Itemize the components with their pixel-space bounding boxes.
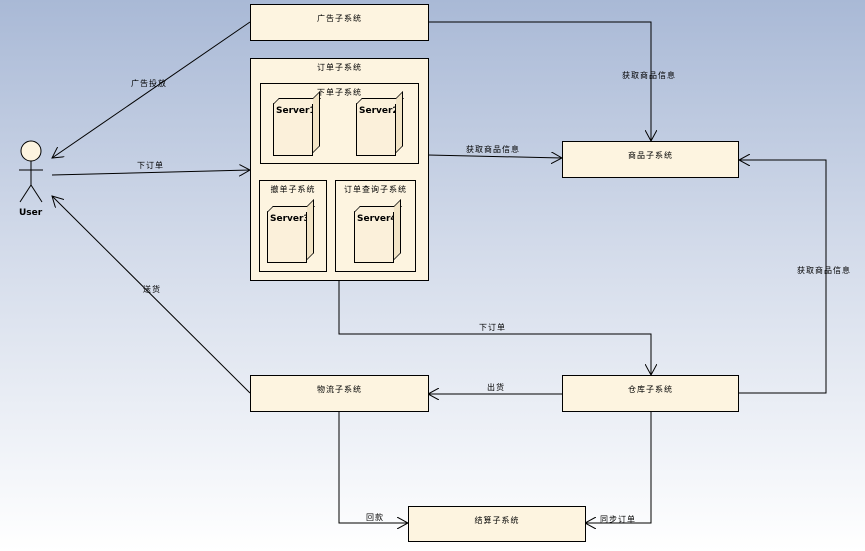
ad-subsystem-title: 广告子系统 [317,14,362,23]
edge-label-ad-to-user: 广告投放 [131,79,167,88]
edge-ad-to-product [428,21,651,141]
warehouse-subsystem[interactable]: 仓库子系统 [562,375,739,412]
server2-node[interactable]: Server2 [356,91,404,156]
logistics-subsystem-title: 物流子系统 [317,385,362,394]
edge-label-logistics-to-user: 送货 [143,285,161,294]
server1-node[interactable]: Server1 [273,91,321,156]
edge-label-user-to-order: 下订单 [137,161,164,170]
edge-warehouse-to-product [739,160,827,394]
user-actor-figure [19,140,43,203]
edge-logistics-to-settlement [338,411,408,523]
place-order-subsystem-title: 下单子系统 [317,88,362,97]
product-subsystem-title: 商品子系统 [628,151,673,160]
server3-node[interactable]: Server3 [267,199,315,263]
edge-label-warehouse-to-product: 获取商品信息 [797,266,851,275]
cancel-order-subsystem-title: 撤单子系统 [270,185,316,194]
server4-node[interactable]: Server4 [354,199,402,263]
edge-label-ad-to-product: 获取商品信息 [622,71,676,80]
warehouse-subsystem-title: 仓库子系统 [628,385,673,394]
settlement-subsystem-title: 结算子系统 [474,516,520,525]
order-subsystem[interactable]: 订单子系统 下单子系统 Server1 Server2 撤单子系统 Server… [250,58,429,281]
cancel-order-subsystem[interactable]: 撤单子系统 Server3 [259,180,327,272]
edge-warehouse-to-settlement [585,411,652,523]
user-actor-label: User [19,208,43,218]
order-query-subsystem-title: 订单查询子系统 [344,185,407,194]
server3-label: Server3 [270,214,310,224]
product-subsystem[interactable]: 商品子系统 [562,141,739,178]
edge-order-to-product [427,155,562,158]
order-query-subsystem[interactable]: 订单查询子系统 Server4 [335,180,416,272]
order-subsystem-title: 订单子系统 [317,63,362,72]
edge-ad-to-user [52,21,251,158]
edge-label-logistics-to-settlement: 回款 [366,513,384,522]
settlement-subsystem[interactable]: 结算子系统 [408,506,586,542]
edge-label-warehouse-to-settlement: 同步订单 [600,515,636,524]
server4-label: Server4 [357,214,397,224]
server2-label: Server2 [359,106,399,116]
edge-label-order-to-warehouse: 下订单 [479,323,506,332]
edge-user-to-order [51,170,250,175]
logistics-subsystem[interactable]: 物流子系统 [250,375,429,412]
server1-label: Server1 [276,106,316,116]
edge-order-to-warehouse [338,281,651,375]
edge-logistics-to-user [52,196,251,394]
edge-label-warehouse-to-logistics: 出货 [487,383,505,392]
edge-label-order-to-product: 获取商品信息 [466,145,520,154]
place-order-subsystem[interactable]: 下单子系统 Server1 Server2 [260,83,419,164]
ad-subsystem[interactable]: 广告子系统 [250,4,429,41]
